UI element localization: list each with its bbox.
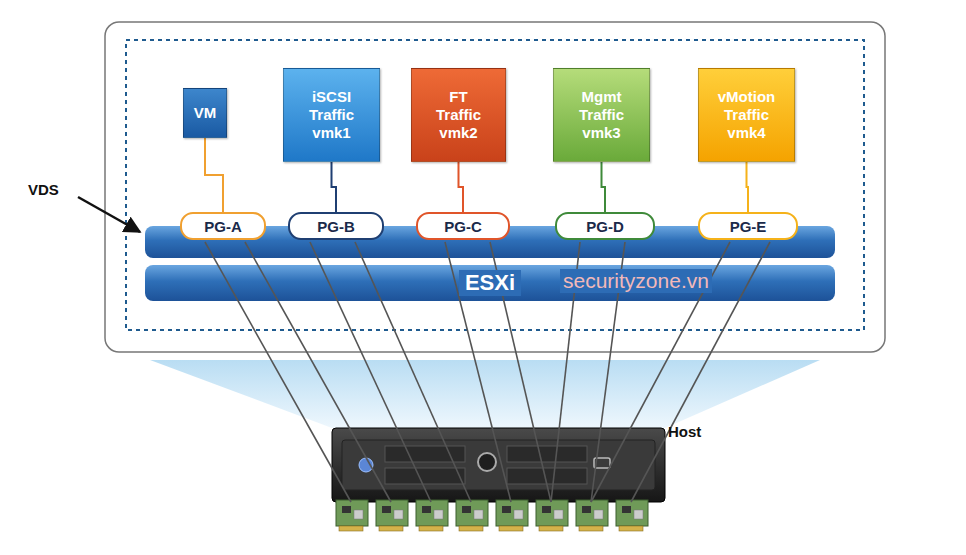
- server: [332, 428, 665, 502]
- connector: [459, 162, 464, 212]
- port-group: PG-B: [288, 212, 384, 240]
- node-text: iSCSI Traffic vmk1: [299, 88, 365, 142]
- connector: [747, 162, 749, 212]
- node-text: PG-D: [586, 218, 624, 235]
- vmkernel-box: FT Traffic vmk2: [411, 68, 506, 162]
- node-text: ESXi: [459, 270, 521, 296]
- nic-cards: [336, 500, 648, 531]
- connector: [332, 162, 337, 212]
- vmkernel-box: Mgmt Traffic vmk3: [553, 68, 650, 162]
- node-text: VM: [194, 104, 217, 122]
- node-text: PG-B: [317, 218, 355, 235]
- port-group: PG-A: [180, 212, 266, 240]
- port-group: PG-E: [698, 212, 798, 240]
- port-group: PG-C: [416, 212, 510, 240]
- host-frame: [105, 22, 885, 352]
- vds-pointer: [78, 197, 140, 232]
- port-group: PG-D: [555, 212, 655, 240]
- node-text: PG-A: [204, 218, 242, 235]
- switch-label: VDS: [28, 181, 59, 198]
- dashed-boundary: [126, 40, 864, 330]
- vmkernel-box: iSCSI Traffic vmk1: [283, 68, 380, 162]
- connector: [205, 138, 223, 212]
- esxi-band: ESXi: [145, 265, 835, 301]
- node-text: PG-E: [730, 218, 767, 235]
- watermark: securityzone.vn: [560, 269, 712, 293]
- node-text: Mgmt Traffic vmk3: [569, 88, 635, 142]
- uplink-wires: [205, 242, 770, 502]
- projection-beam: [150, 360, 820, 428]
- esxi-band: [145, 265, 835, 301]
- host-label: Host: [668, 423, 701, 440]
- vm-box: VM: [183, 88, 227, 138]
- connector: [602, 162, 606, 212]
- node-text: FT Traffic vmk2: [426, 88, 492, 142]
- node-text: PG-C: [444, 218, 482, 235]
- vmkernel-box: vMotion Traffic vmk4: [698, 68, 795, 162]
- node-text: vMotion Traffic vmk4: [714, 88, 780, 142]
